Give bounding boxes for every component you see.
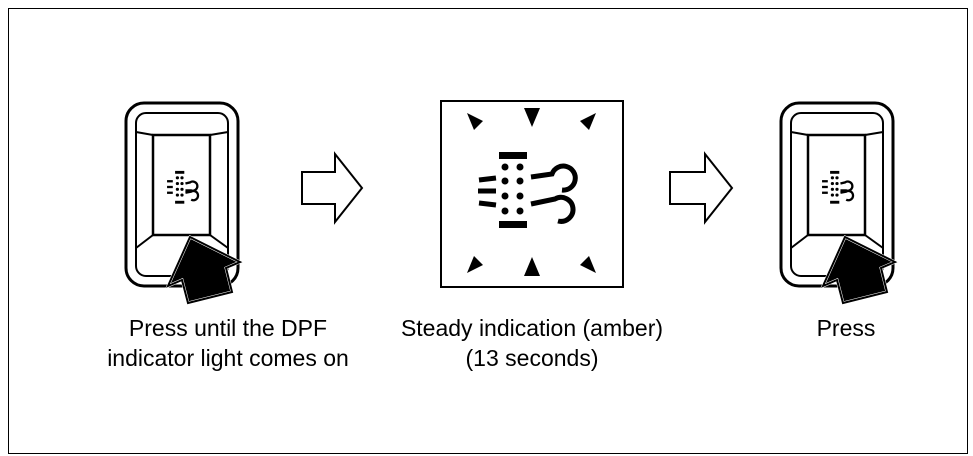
switch-1 — [124, 101, 240, 288]
step-2-caption: Steady indication (amber) (13 seconds) — [386, 313, 678, 373]
switch-2 — [779, 101, 895, 288]
step-1-caption-line-1: Press until the DPF — [128, 315, 328, 341]
indicator-panel — [440, 100, 624, 288]
step-2-caption-line-2: (13 seconds) — [465, 345, 599, 371]
step-3-caption: Press — [776, 313, 916, 343]
step-1-caption-line-2: indicator light comes on — [107, 345, 349, 371]
press-arrow-icon-2 — [820, 234, 899, 305]
next-step-arrow-icon-2 — [669, 151, 734, 225]
step-2-caption-line-1: Steady indication (amber) — [400, 315, 664, 341]
next-step-arrow-icon-1 — [301, 151, 364, 225]
step-3-caption-line-1: Press — [816, 315, 876, 341]
press-arrow-icon-1 — [165, 234, 244, 305]
dpf-indicator-light-icon — [478, 152, 578, 228]
step-1-caption: Press until the DPF indicator light come… — [88, 313, 368, 373]
